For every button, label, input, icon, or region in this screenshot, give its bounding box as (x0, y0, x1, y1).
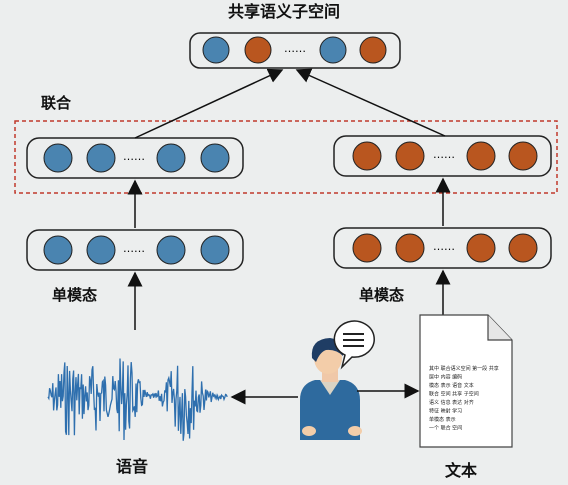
unimodal-right-label: 单模态 (359, 286, 404, 304)
person-icon (300, 338, 362, 440)
arrow-right-to-shared (295, 68, 446, 137)
document-line: 模态 表示 语音 文本 (429, 382, 474, 389)
speech-bubble-icon (333, 320, 375, 370)
document-line: 一个 联合 空间 (429, 425, 462, 432)
blue-node (202, 36, 230, 64)
shared-vector: …… (189, 32, 401, 69)
blue-node (319, 36, 347, 64)
document-line: 单模态 表示 (429, 416, 456, 423)
arrow-left-to-shared (134, 68, 284, 139)
fusion-label: 联合 (41, 94, 72, 112)
document-line: 特征 映射 学习 (429, 408, 462, 415)
document-line: 语义 信息 表达 对齐 (429, 399, 474, 406)
document-line: 层中 内容 编码 (429, 374, 462, 381)
document-line: 其中 联合语义空间 第一段 共享 (429, 365, 499, 372)
fusion-box (14, 120, 558, 194)
unimodal-vector-left: …… (26, 229, 244, 271)
ellipsis: …… (284, 42, 306, 55)
unimodal-vector-right: …… (333, 227, 552, 269)
speech-label: 语音 (116, 457, 148, 476)
text-label: 文本 (445, 461, 477, 480)
unimodal-left-label: 单模态 (52, 286, 97, 304)
orange-node (359, 36, 387, 64)
orange-node (244, 36, 272, 64)
svg-text:……: …… (123, 242, 145, 255)
svg-text:……: …… (433, 148, 455, 161)
fusion-vector-left: …… (26, 137, 244, 179)
svg-text:……: …… (123, 150, 145, 163)
shared-space-title: 共享语义子空间 (228, 2, 340, 21)
svg-text:……: …… (433, 240, 455, 253)
fusion-vector-right: …… (333, 135, 552, 177)
document-line: 联合 空间 共享 子空间 (429, 391, 479, 398)
speech-waveform (47, 358, 228, 441)
